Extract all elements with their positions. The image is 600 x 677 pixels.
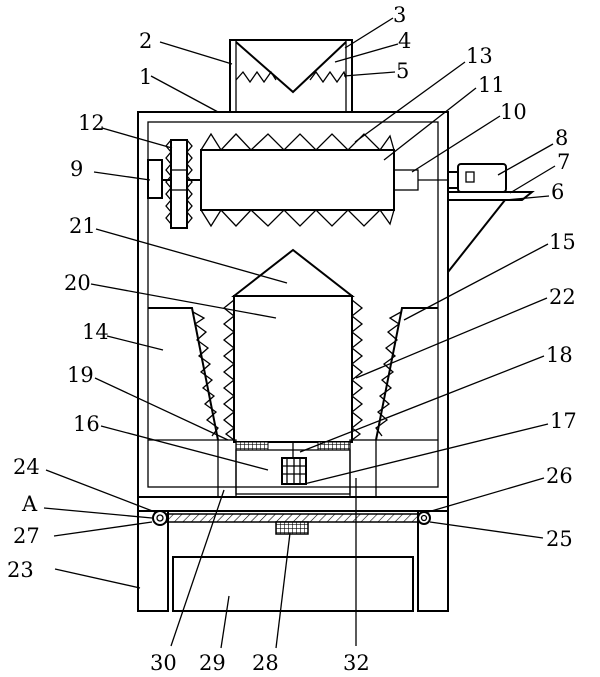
roller-teeth-top (200, 132, 395, 152)
label-14: 14 (82, 320, 109, 344)
label-1: 1 (139, 65, 152, 89)
left-pivot (152, 510, 168, 526)
collection-box (172, 556, 414, 612)
label-32: 32 (343, 651, 370, 675)
gear-teeth-left (165, 139, 172, 225)
crushing-roller (200, 132, 448, 228)
cylinder-teeth-right (350, 299, 364, 441)
label-20: 20 (64, 271, 91, 295)
left-funnel-teeth (192, 311, 219, 437)
label-22: 22 (549, 285, 576, 309)
vibrator (275, 521, 309, 535)
label-23: 23 (7, 558, 34, 582)
label-21: 21 (69, 214, 96, 238)
label-30: 30 (150, 651, 177, 675)
cylinder-teeth-left (222, 299, 236, 441)
label-8: 8 (555, 126, 568, 150)
external-motor (447, 163, 535, 273)
leader-lines (43, 17, 556, 649)
label-19: 19 (67, 363, 94, 387)
label-4: 4 (398, 29, 411, 53)
gear-teeth-right (186, 139, 193, 225)
label-29: 29 (199, 651, 226, 675)
label-9: 9 (70, 157, 83, 181)
label-3: 3 (393, 3, 406, 27)
right-funnel-teeth (375, 311, 402, 437)
frame (137, 496, 449, 612)
label-27: 27 (13, 524, 40, 548)
label-16: 16 (73, 412, 100, 436)
screen-plate (159, 513, 427, 523)
part-labels: 2 3 4 5 1 12 13 11 10 9 8 7 6 21 15 20 2… (7, 3, 577, 675)
label-12: 12 (78, 111, 105, 135)
grinding-cylinder (222, 248, 364, 451)
label-24: 24 (13, 455, 40, 479)
label-11: 11 (478, 73, 505, 97)
label-10: 10 (500, 100, 527, 124)
label-26: 26 (546, 464, 573, 488)
label-2: 2 (139, 29, 152, 53)
lower-drive (217, 439, 377, 498)
right-pivot (417, 511, 431, 525)
left-spring (235, 70, 277, 84)
gear-assembly (147, 139, 201, 229)
label-15: 15 (549, 230, 576, 254)
feed-hopper (229, 39, 353, 113)
label-A: A (21, 492, 38, 516)
label-17: 17 (550, 409, 577, 433)
label-7: 7 (557, 150, 570, 174)
label-28: 28 (252, 651, 279, 675)
roller-teeth-bottom (200, 208, 395, 228)
label-6: 6 (551, 180, 564, 204)
label-25: 25 (546, 527, 573, 551)
right-spring (309, 70, 347, 84)
label-18: 18 (546, 343, 573, 367)
label-13: 13 (466, 44, 493, 68)
label-5: 5 (396, 59, 409, 83)
